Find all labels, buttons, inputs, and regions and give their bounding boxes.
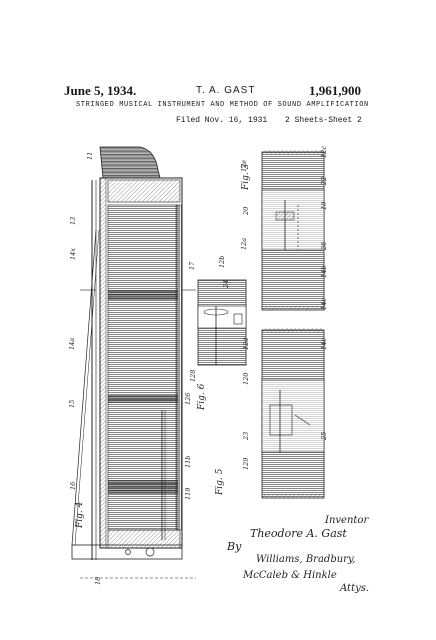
ref-14b: 14b (320, 266, 328, 278)
fig4-label: Fig. 4 (75, 501, 85, 529)
fig5-cross-section (261, 328, 325, 499)
ref-126: 126 (184, 393, 192, 405)
inventor-name: Theodore A. Gast (250, 527, 347, 540)
sheet-number: 2 Sheets-Sheet 2 (285, 116, 362, 125)
ref-11b: 11b (184, 456, 192, 468)
ref-19: 19 (320, 202, 328, 210)
ref-12a: 12a (240, 238, 248, 250)
fig6-assembly (197, 279, 247, 366)
ref-20: 20 (242, 207, 250, 216)
ref-14e: 14e (320, 298, 328, 310)
ref-22: 22 (320, 177, 328, 186)
ref-14a: 14a (68, 338, 76, 350)
filed-date: Filed Nov. 16, 1931 (176, 116, 268, 125)
by-label: By (226, 540, 242, 553)
fig4-instrument-body (71, 146, 196, 579)
ref-15: 15 (68, 400, 76, 408)
ref-25: 25 (320, 432, 328, 441)
ref-26: 26 (320, 242, 328, 251)
fig5-label: Fig. 5 (215, 468, 225, 496)
ref-120: 120 (242, 373, 250, 385)
fig3-cross-section (261, 150, 325, 311)
ref-24: 24 (222, 280, 230, 289)
ref-11: 11 (86, 152, 94, 160)
inventor-header: T. A. GAST (196, 85, 256, 96)
fig3-label: Fig. 3 (241, 163, 251, 191)
inventor-label: Inventor (324, 515, 369, 526)
signature-block: Inventor Theodore A. Gast By Williams, B… (226, 515, 369, 594)
ref-12c: 12c (320, 146, 328, 158)
attys-label: Attys. (339, 583, 369, 594)
ref-14c: 14c (320, 338, 328, 350)
ref-13: 13 (69, 217, 77, 225)
patent-number: 1,961,900 (309, 83, 361, 98)
ref-12b: 12b (218, 256, 226, 268)
ref-14x: 14x (69, 248, 77, 260)
ref-17: 17 (188, 261, 196, 270)
fig6-label: Fig. 6 (197, 383, 207, 411)
ref-119: 119 (184, 488, 192, 500)
ref-12d: 12d (242, 338, 250, 350)
ref-16: 16 (69, 482, 77, 490)
ref-18: 18 (94, 577, 102, 585)
ref-129: 129 (242, 458, 250, 470)
ref-23: 23 (242, 432, 250, 441)
patent-date: June 5, 1934. (64, 83, 137, 98)
ref-128: 128 (189, 370, 197, 382)
attorneys-line1: Williams, Bradbury, (256, 554, 355, 565)
reference-numerals: 11 13 14x 14a 15 16 17 18 19 20 22 23 24… (68, 146, 328, 585)
attorneys-line2: McCaleb & Hinkle (242, 570, 337, 581)
patent-title: STRINGED MUSICAL INSTRUMENT AND METHOD O… (76, 101, 369, 109)
ref-12e: 12e (240, 160, 248, 172)
